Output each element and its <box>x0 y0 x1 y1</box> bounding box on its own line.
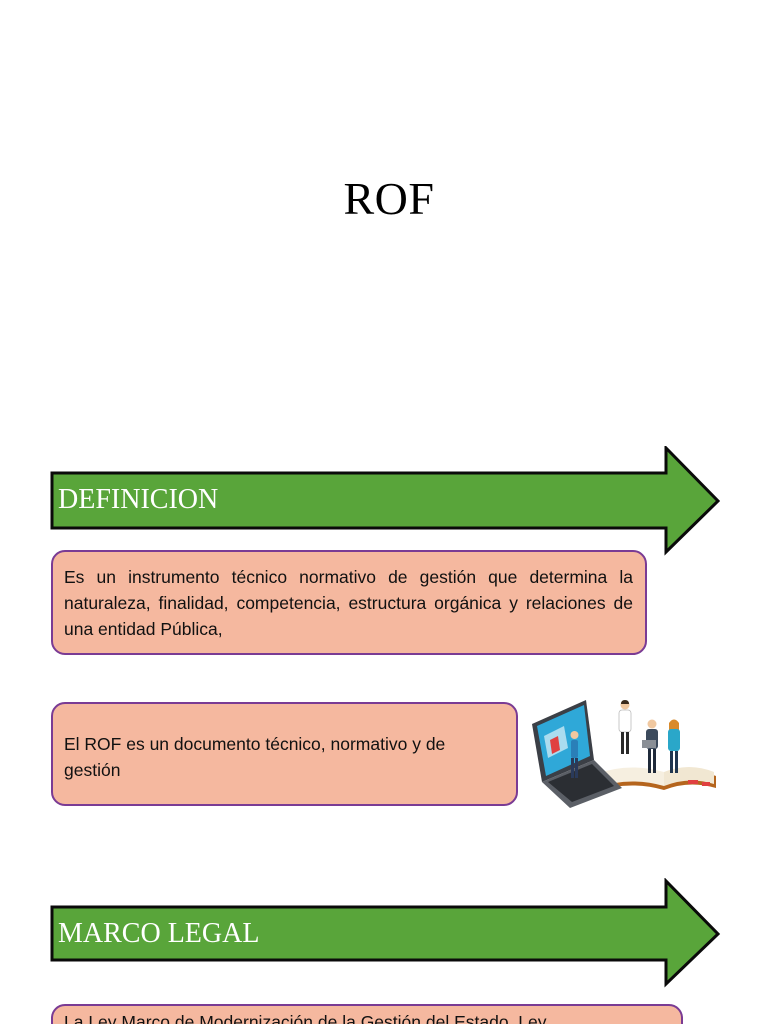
page-title: ROF <box>343 173 435 224</box>
arrow-right-shape <box>50 446 721 556</box>
marco-legal-arrow-banner: MARCO LEGAL <box>50 878 722 990</box>
marco-legal-heading: MARCO LEGAL <box>58 918 260 949</box>
rof-summary-box: El ROF es un documento técnico, normativ… <box>51 702 518 806</box>
definition-text: Es un instrumento técnico normativo de g… <box>64 567 633 639</box>
team-laptop-book-illustration <box>524 696 720 812</box>
definition-text-box: Es un instrumento técnico normativo de g… <box>51 550 647 655</box>
definicion-arrow-banner: DEFINICION <box>50 446 722 558</box>
definicion-heading: DEFINICION <box>58 484 219 515</box>
arrow-right-shape <box>50 878 721 988</box>
marco-legal-text-box: La Ley Marco de Modernización de la Gest… <box>51 1004 683 1024</box>
rof-summary-text: El ROF es un documento técnico, normativ… <box>64 734 446 780</box>
marco-legal-text: La Ley Marco de Modernización de la Gest… <box>64 1012 547 1024</box>
